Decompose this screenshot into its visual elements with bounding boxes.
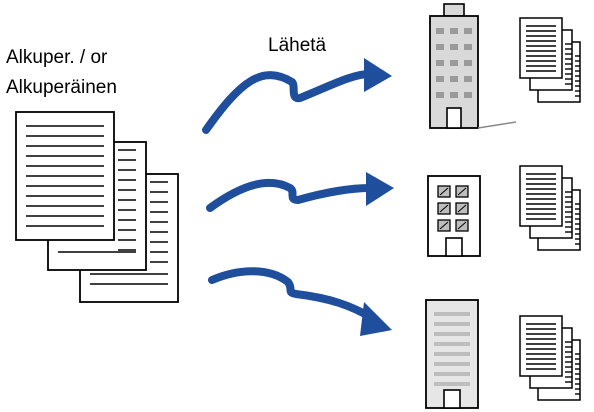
destination-2-documents-icon — [519, 165, 581, 251]
send-arrow-top — [202, 58, 392, 134]
send-label: Lähetä — [268, 35, 327, 56]
original-label-line1: Alkuper. / or — [6, 47, 108, 68]
send-arrow-bottom — [208, 267, 392, 336]
destination-3-documents-icon — [519, 315, 581, 401]
original-label-line2: Alkuperäinen — [6, 77, 117, 98]
mid-office-building-icon — [425, 299, 479, 409]
send-arrow-middle — [206, 172, 394, 212]
destination-1-documents-icon — [519, 17, 581, 103]
small-office-building-icon — [427, 175, 481, 257]
tall-office-building-icon — [429, 3, 517, 129]
original-document-icon — [15, 111, 179, 303]
